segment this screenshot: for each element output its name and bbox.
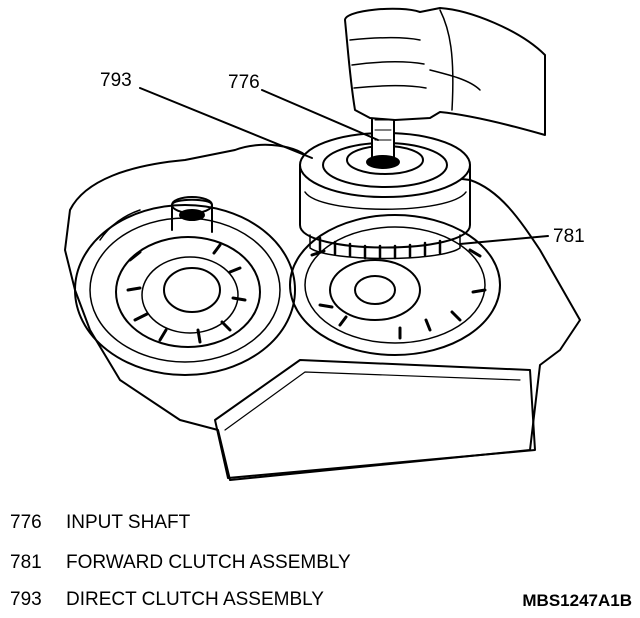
legend-number: 776	[10, 512, 42, 533]
callout-793: 793	[100, 70, 132, 91]
transmission-case	[64, 143, 581, 481]
callout-781: 781	[553, 226, 585, 247]
forward-clutch-area	[289, 214, 501, 356]
legend-number: 781	[10, 552, 42, 573]
legend-row-793: 793 DIRECT CLUTCH ASSEMBLY	[10, 589, 324, 611]
legend-description: INPUT SHAFT	[66, 512, 191, 533]
callout-776: 776	[228, 72, 260, 93]
leader-lines	[139, 87, 549, 245]
legend-description: DIRECT CLUTCH ASSEMBLY	[66, 589, 324, 610]
transmission-illustration	[64, 7, 581, 481]
figure-code: MBS1247A1B	[522, 591, 632, 610]
hand-illustration	[344, 7, 546, 136]
differential-assembly	[74, 196, 296, 376]
legend-row-776: 776 INPUT SHAFT	[10, 512, 190, 534]
oil-pan	[214, 359, 536, 479]
legend-description: FORWARD CLUTCH ASSEMBLY	[66, 552, 351, 573]
legend-number: 793	[10, 589, 42, 610]
legend-row-781: 781 FORWARD CLUTCH ASSEMBLY	[10, 552, 351, 574]
